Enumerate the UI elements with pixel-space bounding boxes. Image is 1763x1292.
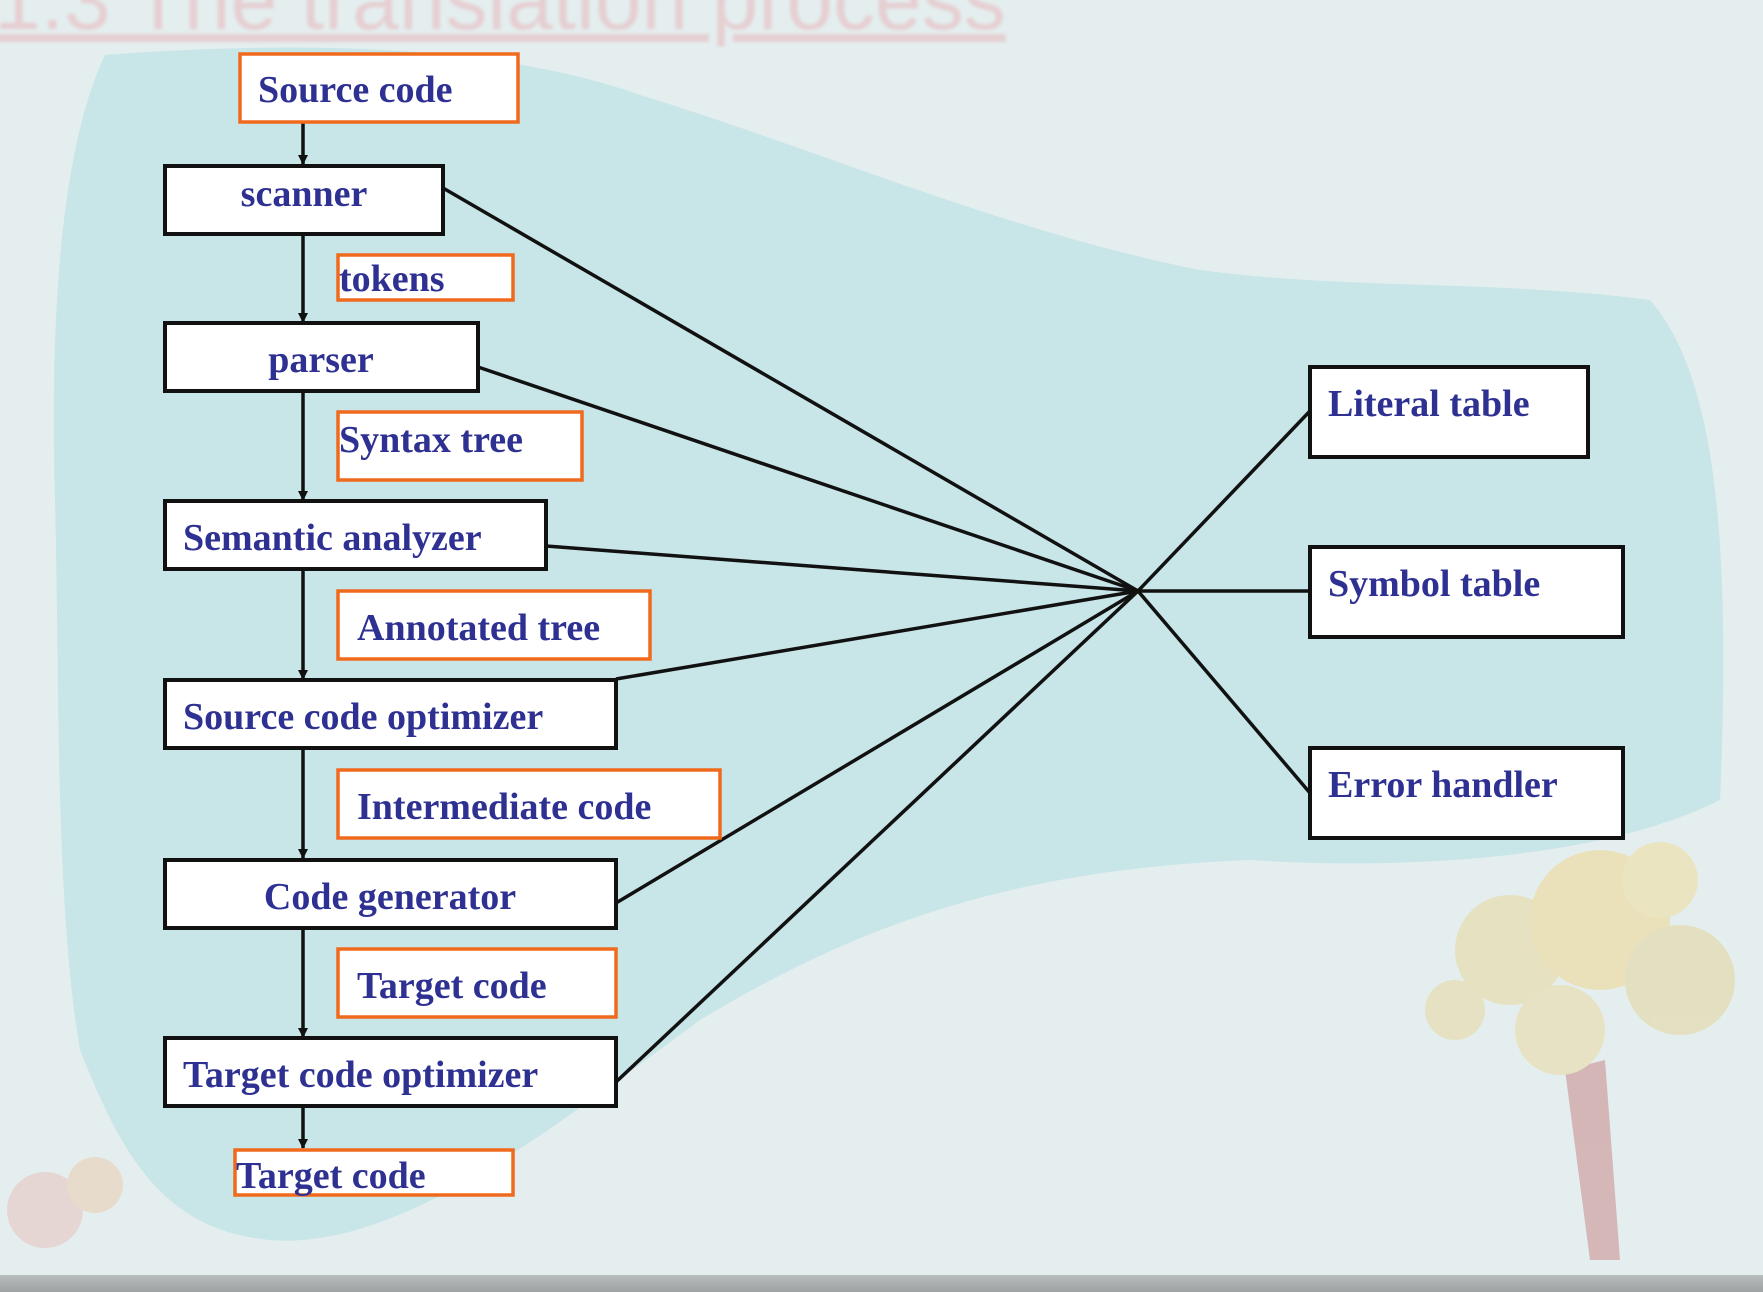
connector-lines (298, 123, 1312, 1149)
link-codegen-hub (615, 589, 1139, 905)
data-intermediate-code-label: Intermediate code (357, 786, 651, 828)
phase-parser: parser (163, 321, 480, 393)
phase-parser-label: parser (268, 339, 374, 381)
tree-decoration (1425, 842, 1735, 1260)
flower-decoration (7, 1157, 123, 1248)
data-intermediate-code: Intermediate code (336, 768, 722, 840)
link-scanner-hub (442, 186, 1139, 593)
slide-title: 1.3 The translation process (0, 0, 1006, 47)
phase-code-generator: Code generator (163, 858, 618, 930)
data-target-code-label: Target code (357, 965, 547, 1007)
phase-code-generator-label: Code generator (264, 876, 516, 918)
data-annotated-tree: Annotated tree (336, 589, 652, 661)
phase-semantic-analyzer-label: Semantic analyzer (183, 517, 482, 559)
data-tokens-label: tokens (339, 258, 445, 300)
phase-scanner: scanner (163, 164, 445, 236)
phase-target-code-optimizer-label: Target code optimizer (183, 1054, 538, 1096)
link-hub-literal-table (1136, 409, 1312, 593)
data-annotated-tree-label: Annotated tree (357, 607, 600, 649)
data-target-code-output-label: Target code (236, 1155, 426, 1197)
link-hub-error-handler (1136, 589, 1312, 795)
footer-bar (0, 1275, 1763, 1292)
support-literal-table: Literal table (1308, 365, 1590, 459)
phase-target-code-optimizer: Target code optimizer (163, 1036, 618, 1108)
support-error-handler-label: Error handler (1328, 764, 1558, 806)
phase-source-code-optimizer: Source code optimizer (163, 678, 618, 750)
link-source-optimizer-hub (615, 589, 1139, 681)
phase-scanner-label: scanner (241, 173, 368, 215)
data-target-code: Target code (336, 947, 618, 1019)
support-symbol-table: Symbol table (1308, 545, 1625, 639)
support-symbol-table-label: Symbol table (1328, 563, 1540, 605)
data-target-code-output: Target code (233, 1148, 515, 1197)
link-parser-hub (477, 365, 1139, 593)
phase-source-code-optimizer-label: Source code optimizer (183, 696, 543, 738)
link-target-optimizer-hub (614, 589, 1140, 1084)
data-source-code: Source code (238, 52, 520, 124)
phase-semantic-analyzer: Semantic analyzer (163, 499, 548, 571)
link-semantic-hub (545, 544, 1139, 593)
data-source-code-label: Source code (258, 69, 453, 111)
data-syntax-tree: Syntax tree (336, 410, 584, 482)
data-tokens: tokens (336, 253, 515, 302)
support-error-handler: Error handler (1308, 746, 1625, 840)
support-literal-table-label: Literal table (1328, 383, 1530, 425)
data-syntax-tree-label: Syntax tree (339, 419, 523, 461)
